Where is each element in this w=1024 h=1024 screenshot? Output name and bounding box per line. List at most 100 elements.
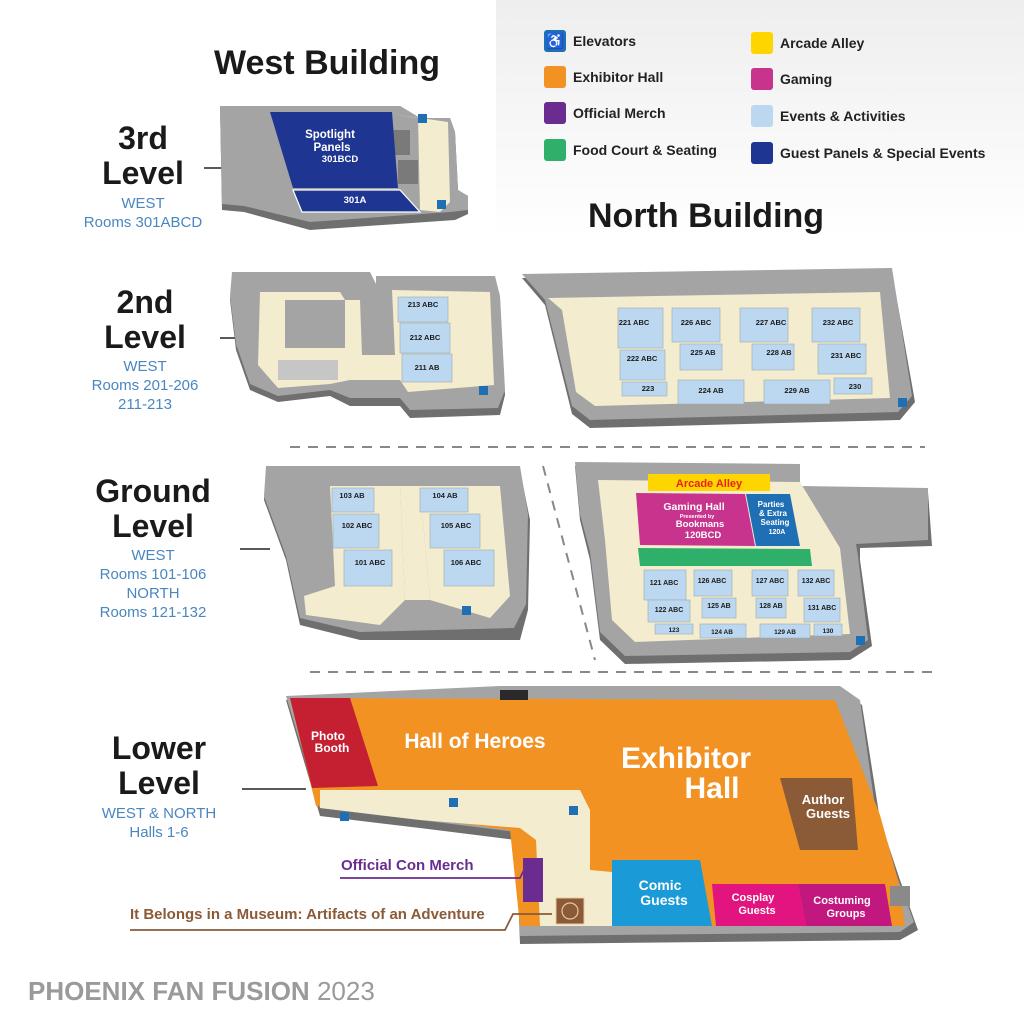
room-121 (643, 569, 687, 601)
room-126 (693, 569, 733, 597)
wall-block (285, 300, 345, 348)
room-label: 126 ABC (698, 578, 727, 585)
author-guests-label: Guests (806, 806, 850, 821)
room-label: 213 ABC (408, 300, 439, 309)
room-label: 301BCD (322, 154, 359, 165)
museum-icon (561, 902, 579, 920)
level-sub-line: Rooms 121-132 (99, 604, 207, 621)
level-sub-line: WEST (123, 358, 167, 375)
level-title-line: Level (118, 765, 200, 801)
level-title-line: Level (104, 319, 186, 355)
room-label: 103 AB (339, 491, 365, 500)
legend-food-court: Food Court & Seating (544, 139, 717, 161)
room-label: 228 AB (766, 348, 792, 357)
room-label: 101 ABC (355, 558, 386, 567)
wall-block (398, 160, 418, 184)
costuming-groups-label: Groups (826, 908, 865, 920)
legend-guest-panels: Guest Panels & Special Events (751, 142, 985, 164)
museum-callout-line (130, 913, 552, 931)
swatch (544, 102, 566, 124)
elevator-icon (418, 114, 427, 123)
lower-level-title: Lower Level (86, 731, 232, 801)
legend-elevators: ♿ Elevators (544, 30, 636, 52)
room-label: 127 ABC (756, 578, 785, 585)
hall-of-heroes-label: Hall of Heroes (404, 730, 545, 753)
second-level-west-floor: 213 ABC 212 ABC 211 AB (230, 272, 505, 418)
legend-official-merch: Official Merch (544, 102, 666, 124)
room-label: 222 ABC (627, 354, 658, 363)
ground-level-sub: WEST Rooms 101-106 NORTH Rooms 121-132 (80, 546, 226, 622)
third-level-sub: WEST Rooms 301ABCD (70, 194, 216, 232)
photo-booth-label: Booth (315, 741, 350, 755)
swatch (544, 139, 566, 161)
legend-exhibitor-hall: Exhibitor Hall (544, 66, 663, 88)
legend-gaming: Gaming (751, 68, 832, 90)
costuming-groups-label: Costuming (813, 895, 870, 907)
ground-level-west-floor: 103 AB 102 ABC 101 ABC 104 AB 105 ABC 10… (264, 466, 530, 640)
gaming-label: Gaming Hall (663, 501, 724, 513)
exhibitor-hall (290, 698, 905, 926)
footer-brand: PHOENIX FAN FUSION 2023 (28, 976, 375, 1007)
level-title-line: 2nd (116, 284, 174, 320)
elevator-icon (856, 636, 865, 645)
room-label: 124 AB (711, 629, 733, 636)
room-301a (292, 189, 422, 213)
level-sub-line: NORTH (126, 585, 180, 602)
gaming-hall (636, 493, 755, 546)
room-label: 229 AB (784, 386, 810, 395)
wall-block (392, 130, 410, 155)
room-231 (817, 343, 867, 375)
ground-level-north-floor: Arcade Alley Gaming Hall Presented by Bo… (575, 462, 932, 664)
room-label: 231 ABC (831, 351, 862, 360)
level-title-line: Level (112, 508, 194, 544)
museum-exhibit (555, 897, 585, 925)
room-label: 125 AB (707, 603, 730, 610)
footer-brand-name: PHOENIX FAN FUSION (28, 976, 310, 1006)
lower-level-sub: WEST & NORTH Halls 1-6 (86, 804, 232, 842)
room-label: 123 (669, 627, 680, 634)
room-101 (343, 549, 393, 587)
room-212 (399, 322, 451, 354)
comic-guests-label: Comic (639, 877, 682, 893)
level-sub-line: Rooms 301ABCD (83, 214, 203, 231)
second-level-title: 2nd Level (72, 285, 218, 355)
comic-guests (612, 860, 712, 926)
third-level-floor: Spotlight Panels 301BCD 301A (220, 106, 468, 230)
room-222 (619, 349, 666, 381)
north-building-title: North Building (588, 197, 825, 235)
room-label: 221 ABC (619, 318, 650, 327)
parties-seating (746, 494, 800, 546)
room-label: 106 ABC (451, 558, 482, 567)
room-225 (679, 343, 723, 371)
official-merch-booth (523, 858, 543, 902)
wall-block (278, 360, 338, 380)
swatch (751, 105, 773, 127)
museum-callout: It Belongs in a Museum: Artifacts of an … (130, 906, 485, 923)
room-127 (751, 569, 789, 597)
room-label: 230 (849, 382, 862, 391)
legend-label: Arcade Alley (780, 35, 865, 51)
level-title-line: 3rd (118, 120, 168, 156)
room-221 (617, 307, 664, 349)
legend-events: Events & Activities (751, 105, 906, 127)
room-132 (797, 569, 835, 597)
room-label: 224 AB (698, 386, 724, 395)
third-level-title: 3rd Level (70, 121, 216, 191)
room-label: 122 ABC (655, 607, 684, 614)
level-title-line: Level (102, 155, 184, 191)
exhibitor-hall-label: Exhibitor (621, 742, 751, 775)
elevator-icon (569, 806, 578, 815)
room-129 (759, 623, 811, 639)
photo-booth (290, 698, 378, 788)
elevator-icon (340, 812, 349, 821)
elevator-icon (462, 606, 471, 615)
ground-level-title: Ground Level (80, 474, 226, 544)
room-230 (833, 377, 873, 395)
room-label: 105 ABC (441, 521, 472, 530)
legend-label: Elevators (573, 33, 637, 49)
room-211 (401, 353, 453, 383)
room-232 (811, 307, 861, 343)
elevator-icon (898, 398, 907, 407)
exhibitor-hall-label: Hall (684, 772, 739, 805)
level-sub-line: 211-213 (118, 396, 172, 413)
